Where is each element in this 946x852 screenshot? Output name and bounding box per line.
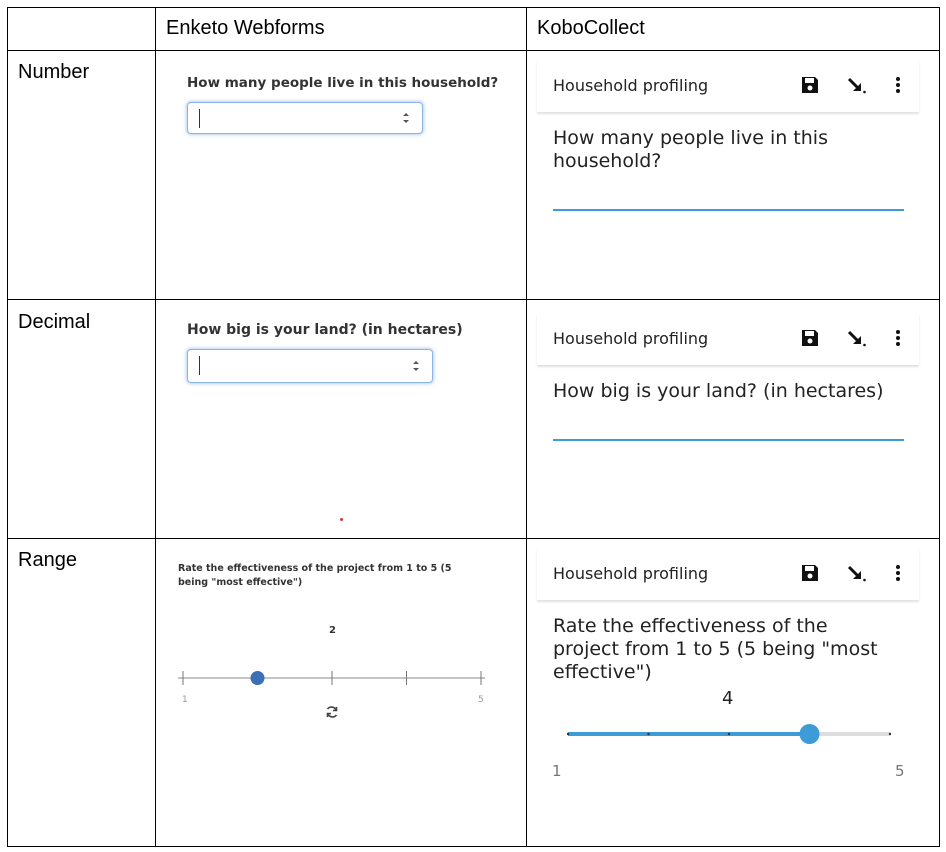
enketo-range-max: 5: [478, 695, 484, 705]
table-border-top: [7, 7, 940, 8]
table-border-right: [939, 7, 940, 847]
kobo-range-max: 5: [895, 762, 905, 780]
enketo-number-question: How many people live in this household?: [187, 75, 499, 91]
enketo-decimal-question: How big is your land? (in hectares): [187, 322, 463, 338]
more-vert-icon[interactable]: [887, 327, 909, 349]
kobo-decimal-question: How big is your land? (in hectares): [553, 380, 884, 402]
more-vert-icon[interactable]: [887, 562, 909, 584]
table-border-col1: [155, 7, 156, 847]
enketo-range-slider[interactable]: [175, 666, 489, 690]
kobo-decimal-input[interactable]: [553, 439, 904, 441]
kobo-number-question: How many people live in this household?: [553, 127, 828, 172]
enketo-range-min: 1: [182, 695, 188, 705]
range-tick: [727, 732, 731, 736]
enketo-range-value: 2: [329, 625, 336, 636]
row-label-decimal: Decimal: [18, 311, 91, 333]
enketo-number-input[interactable]: [187, 102, 423, 134]
text-caret: [199, 356, 200, 375]
enketo-range-thumb[interactable]: [250, 671, 265, 685]
red-dot-mark: [340, 518, 343, 521]
kobo-app-bar-decimal: Household profiling: [537, 313, 919, 365]
kobo-header-title: Household profiling: [553, 564, 709, 583]
spinner-icon[interactable]: [412, 359, 420, 373]
kobo-header-title: Household profiling: [553, 76, 709, 95]
spinner-icon[interactable]: [402, 111, 410, 125]
save-icon[interactable]: [799, 74, 821, 96]
table-border-bottom: [7, 846, 940, 847]
row-label-number: Number: [18, 61, 90, 83]
kobo-number-input[interactable]: [553, 209, 904, 211]
header-enketo: Enketo Webforms: [166, 17, 325, 39]
arrow-icon[interactable]: [845, 74, 867, 96]
save-icon[interactable]: [799, 562, 821, 584]
refresh-icon[interactable]: [325, 705, 339, 719]
kobo-app-bar-number: Household profiling: [537, 60, 919, 112]
table-border-row1: [7, 50, 940, 51]
kobo-range-value: 4: [722, 688, 734, 709]
kobo-range-min: 1: [552, 762, 562, 780]
kobo-range-slider[interactable]: [560, 721, 896, 747]
row-label-range: Range: [18, 549, 77, 571]
text-caret: [199, 109, 200, 128]
save-icon[interactable]: [799, 327, 821, 349]
table-border-left: [7, 7, 8, 847]
kobo-app-bar-range: Household profiling: [537, 548, 919, 600]
table-border-row2: [7, 299, 940, 300]
table-border-row3: [7, 538, 940, 539]
arrow-icon[interactable]: [845, 562, 867, 584]
enketo-range-question: Rate the effectiveness of the project fr…: [178, 563, 452, 588]
range-tick: [647, 732, 650, 736]
range-tick: [888, 732, 892, 736]
header-kobocollect: KoboCollect: [537, 17, 645, 39]
kobo-header-title: Household profiling: [553, 329, 709, 348]
more-vert-icon[interactable]: [887, 74, 909, 96]
kobo-range-question: Rate the effectiveness of the project fr…: [553, 615, 878, 683]
kobo-range-thumb[interactable]: [799, 724, 820, 744]
arrow-icon[interactable]: [845, 327, 867, 349]
enketo-decimal-input[interactable]: [187, 349, 433, 383]
table-border-col2: [526, 7, 527, 847]
range-tick: [566, 732, 570, 736]
